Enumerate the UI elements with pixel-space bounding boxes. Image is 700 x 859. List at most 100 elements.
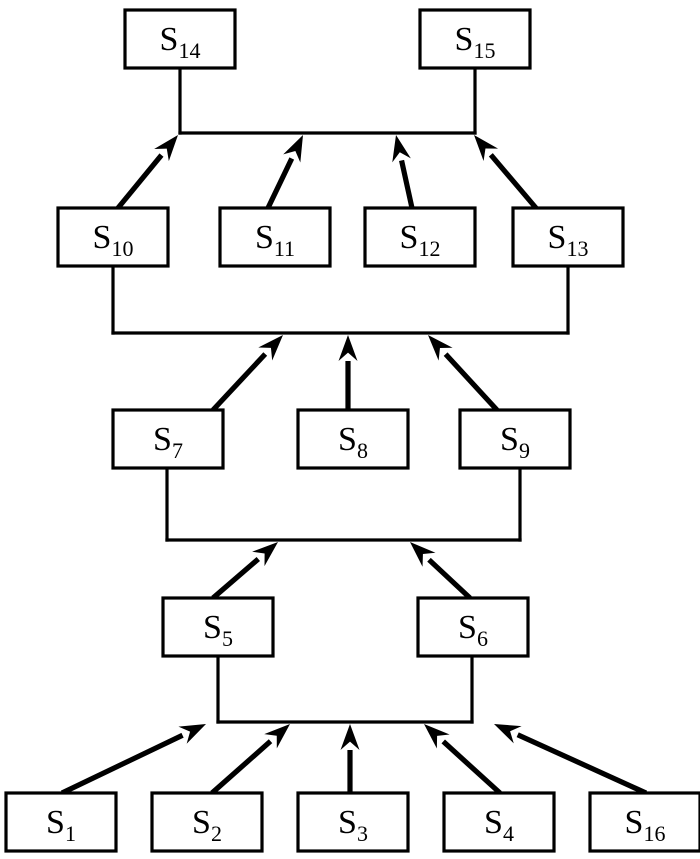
arrow-head-icon [474,135,499,161]
edge-S4-to-bus-bottom [424,724,502,795]
node-S7[interactable]: S7 [111,408,225,470]
node-label-base: S [500,421,519,458]
node-label-S2: S2 [192,804,222,846]
arrow-head-icon [338,335,358,361]
node-label-base: S [625,804,644,841]
arrow-head-icon [252,542,278,567]
node-label-base: S [153,421,172,458]
node-box-S1[interactable] [4,791,118,853]
node-S11[interactable]: S11 [218,206,332,268]
node-box-S3[interactable] [296,791,410,853]
node-box-S4[interactable] [442,791,556,853]
node-box-S15[interactable] [418,8,532,70]
node-box-S5[interactable] [161,596,275,658]
node-S5[interactable]: S5 [161,596,275,658]
node-S3[interactable]: S3 [296,791,410,853]
node-label-subscript: 6 [477,626,488,651]
node-label-S3: S3 [338,804,368,846]
node-box-S10[interactable] [56,206,170,268]
node-label-S6: S6 [458,609,488,651]
bus-bus-second [111,264,570,335]
node-label-S4: S4 [484,804,514,846]
node-S16[interactable]: S16 [588,791,700,853]
node-label-S13: S13 [548,219,589,261]
node-label-subscript: 7 [172,438,183,463]
node-box-S14[interactable] [123,8,237,70]
node-label-subscript: 9 [519,438,530,463]
node-box-S11[interactable] [218,206,332,268]
node-S13[interactable]: S13 [511,206,625,268]
edge-shaft [210,739,273,795]
node-box-S16[interactable] [588,791,700,853]
edge-shaft [399,159,415,209]
edge-shaft [115,153,164,210]
bus-bus-bottom [216,654,474,724]
node-label-base: S [548,219,567,256]
arrow-head-icon [283,135,303,163]
node-label-base: S [338,804,357,841]
node-box-S13[interactable] [511,206,625,268]
arrow-head-icon [494,724,522,744]
node-label-S12: S12 [400,219,441,261]
node-label-S14: S14 [160,21,201,63]
node-S2[interactable]: S2 [150,791,264,853]
edge-shaft [211,352,268,412]
edge-S13-to-bus-top [474,135,538,210]
node-box-S12[interactable] [363,206,477,268]
arrow-head-icon [428,335,453,361]
node-box-S9[interactable] [458,408,572,470]
arrow-head-icon [178,724,206,744]
arrow-head-icon [410,542,436,567]
node-label-subscript: 15 [473,38,495,63]
node-S6[interactable]: S6 [416,596,530,658]
node-S14[interactable]: S14 [123,8,237,70]
node-S10[interactable]: S10 [56,206,170,268]
edge-shaft [441,739,502,795]
arrow-head-icon [154,135,178,162]
arrow-head-icon [264,724,290,749]
arrow-head-icon [258,335,283,361]
node-label-subscript: 14 [178,38,200,63]
node-S4[interactable]: S4 [442,791,556,853]
node-label-subscript: 13 [566,236,588,261]
edge-S11-to-bus-top [265,135,303,210]
node-label-subscript: 3 [357,821,368,846]
edge-shaft [427,557,472,600]
node-S12[interactable]: S12 [363,206,477,268]
bus-bus-third [165,466,522,542]
edge-S16-to-bus-bottom [494,724,648,796]
edge-S7-to-bus-second [211,335,283,412]
node-label-S10: S10 [93,219,134,261]
edge-S5-to-bus-third [211,542,278,600]
node-box-S6[interactable] [416,596,530,658]
node-label-S8: S8 [338,421,368,463]
edge-shaft [265,157,295,210]
node-box-S8[interactable] [296,408,410,470]
node-label-base: S [458,609,477,646]
bus-bus-top [178,66,477,135]
node-label-subscript: 16 [643,821,665,846]
node-box-S2[interactable] [150,791,264,853]
node-S1[interactable]: S1 [4,791,118,853]
node-label-base: S [93,219,112,256]
node-label-base: S [338,421,357,458]
node-label-base: S [203,609,222,646]
node-label-S5: S5 [203,609,233,651]
edge-S10-to-bus-top [115,135,178,210]
node-label-subscript: 8 [357,438,368,463]
node-label-S15: S15 [455,21,496,63]
edge-shaft [443,352,499,412]
node-label-subscript: 4 [503,821,514,846]
node-label-S16: S16 [625,804,666,846]
arrow-head-icon [424,724,450,749]
node-S15[interactable]: S15 [418,8,532,70]
node-S8[interactable]: S8 [296,408,410,470]
node-label-base: S [255,219,274,256]
node-label-base: S [46,804,65,841]
bus-lines-layer [111,66,570,724]
node-S9[interactable]: S9 [458,408,572,470]
node-box-S7[interactable] [111,408,225,470]
